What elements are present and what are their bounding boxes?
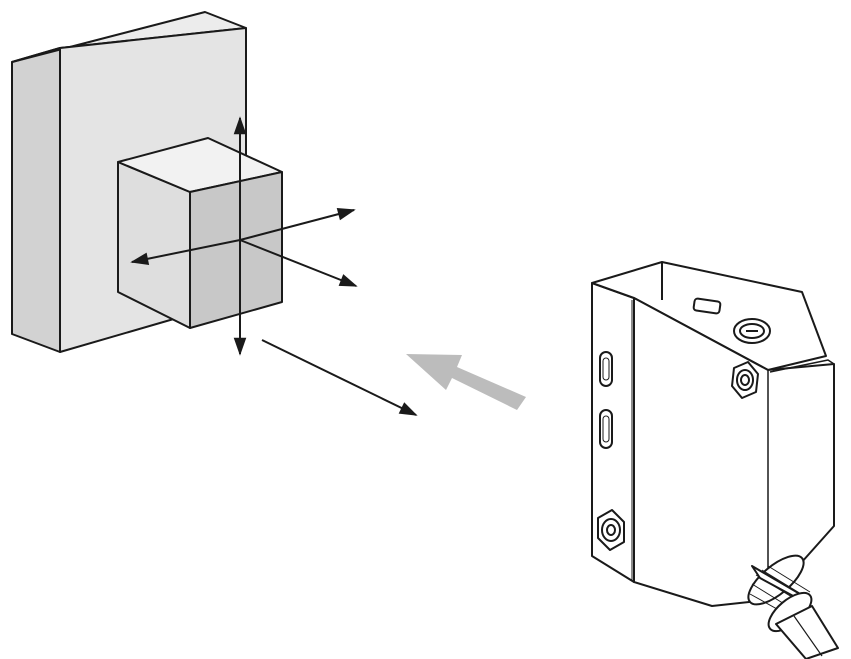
- plate-side-face: [11, 47, 61, 353]
- axis-arrows: [130, 116, 418, 416]
- indicator-led-icon: [692, 297, 722, 315]
- axis-arrow-left: [130, 239, 241, 265]
- adjustment-knob-icon: [733, 318, 771, 344]
- axis-arrow-upper-right: [239, 208, 356, 241]
- sensor-edge-line: [769, 359, 835, 373]
- approach-arrow-shape: [406, 354, 526, 410]
- cube-right-face: [189, 171, 283, 329]
- approach-arrow: [406, 354, 526, 410]
- hex-nut-icon: [597, 509, 625, 551]
- cable-icon: [775, 605, 839, 659]
- target-cube: [117, 137, 283, 329]
- hex-nut-icon: [731, 361, 759, 399]
- distance-arrow: [261, 339, 418, 416]
- axis-arrow-lower-right: [239, 239, 358, 287]
- sensor: [591, 261, 839, 659]
